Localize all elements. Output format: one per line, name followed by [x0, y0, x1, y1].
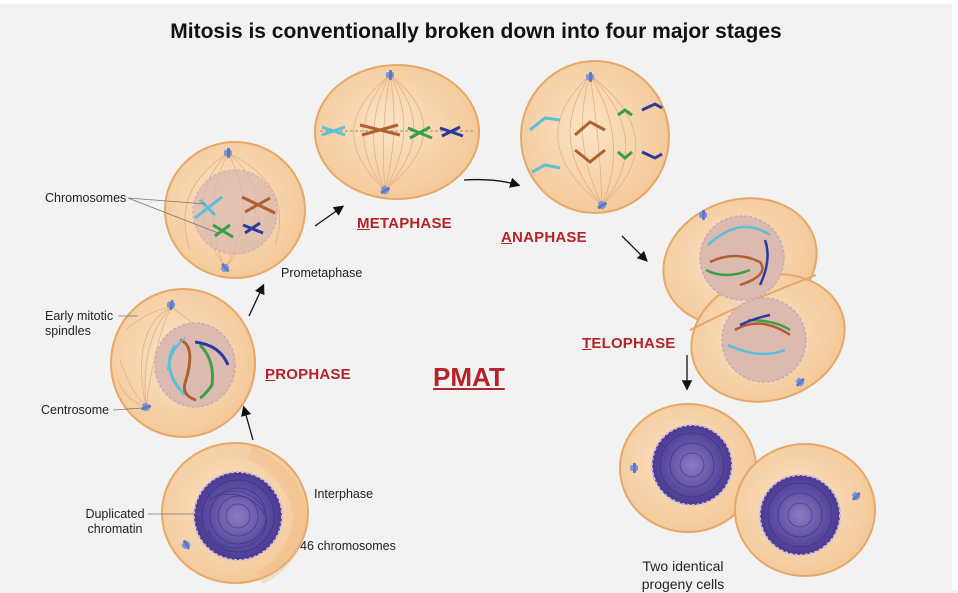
centrosome-icon — [181, 540, 191, 550]
arrow-prophase-prometaphase — [248, 283, 265, 317]
arrow-prometaphase-metaphase — [314, 205, 345, 227]
progeny-cell-left — [619, 403, 757, 533]
stage-label-telophase: TELOPHASE — [582, 335, 676, 352]
centrosome-icon — [851, 491, 861, 501]
interphase-nucleus — [193, 471, 283, 561]
leader-lines — [112, 197, 219, 515]
centrosome-icon — [380, 185, 390, 195]
centrosome-icon — [220, 263, 230, 273]
metaphase-cell — [314, 64, 480, 200]
prometaphase-cell — [164, 141, 306, 279]
centrosome-icon — [795, 377, 805, 387]
stage-label-anaphase: ANAPHASE — [501, 229, 587, 246]
progeny-cell-right — [734, 443, 876, 577]
label-early-mitotic-spindles: Early mitotic spindles — [45, 309, 114, 338]
interphase-chromatin — [201, 479, 275, 553]
stage-label-prophase: PROPHASE — [265, 366, 351, 383]
telophase-nucleus-bottom — [721, 297, 807, 383]
arrow-interphase-prophase — [241, 405, 254, 441]
diagram-title: Mitosis is conventionally broken down in… — [170, 20, 782, 43]
prophase-nucleus — [154, 322, 236, 408]
label-chromosome-count: 46 chromosomes — [300, 539, 396, 553]
telophase-nucleus-top — [699, 215, 785, 301]
anaphase-cell — [520, 60, 670, 214]
prophase-cell — [110, 288, 256, 438]
stage-label-metaphase: METAPHASE — [357, 215, 452, 232]
right-border — [952, 0, 958, 590]
label-duplicated-chromatin: Duplicated chromatin — [85, 507, 145, 536]
interphase-cell — [161, 442, 309, 585]
prophase-spindle — [117, 306, 201, 408]
arrow-anaphase-telophase — [621, 235, 648, 262]
centrosome-icon — [597, 200, 607, 210]
centrosome-icon — [166, 300, 176, 311]
arrow-metaphase-anaphase — [463, 177, 521, 188]
centrosome-icon — [699, 210, 707, 220]
centrosome-icon — [141, 402, 152, 412]
label-centrosome: Centrosome — [41, 403, 110, 417]
label-chromosomes: Chromosomes — [45, 191, 127, 205]
top-border — [0, 0, 958, 4]
centrosome-icon — [224, 148, 232, 158]
label-two-identical-progeny: Two identical progeny cells — [641, 558, 725, 592]
label-prometaphase: Prometaphase — [281, 266, 363, 280]
centrosome-icon — [630, 463, 638, 473]
label-interphase: Interphase — [314, 487, 374, 501]
pmat-acronym: PMAT — [433, 362, 505, 392]
anaphase-spindle — [557, 74, 636, 206]
centrosome-icon — [386, 70, 394, 80]
telophase-cell — [662, 197, 846, 403]
stage-arrows — [241, 177, 693, 441]
centrosome-icon — [586, 72, 594, 82]
prometaphase-nucleus — [192, 169, 278, 255]
